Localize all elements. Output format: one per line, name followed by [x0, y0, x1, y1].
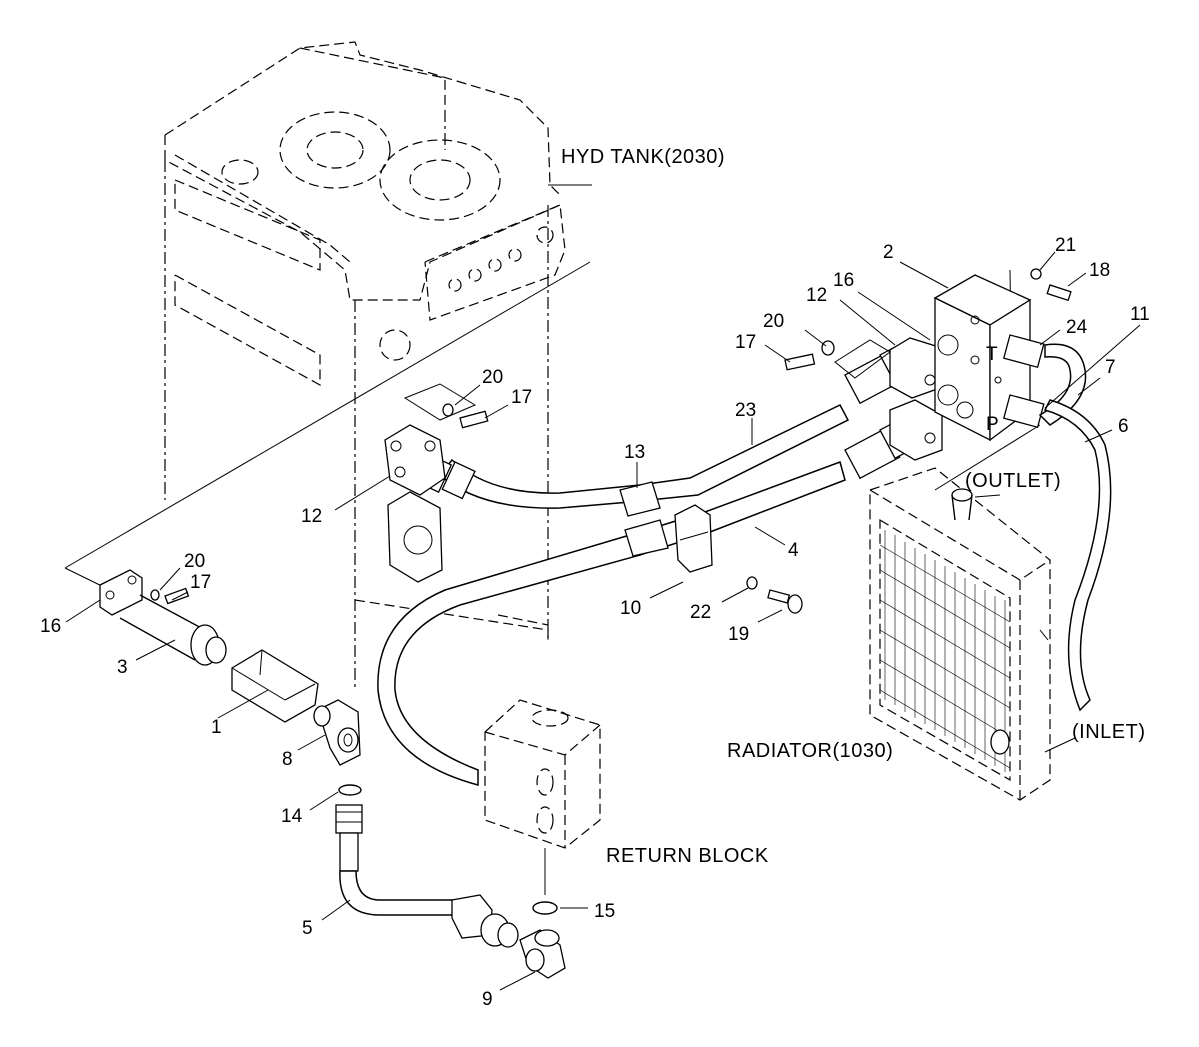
label-outlet: (OUTLET) — [965, 470, 1061, 492]
callout-20b: 20 — [482, 367, 503, 388]
callout-22: 22 — [690, 602, 711, 623]
callout-3: 3 — [117, 657, 128, 678]
callout-9: 9 — [482, 989, 493, 1010]
callout-11: 11 — [1130, 304, 1150, 325]
o-ring-15 — [532, 901, 558, 915]
callout-12a: 12 — [301, 506, 322, 527]
callout-7: 7 — [1105, 357, 1116, 378]
hose-6 — [1043, 399, 1112, 712]
clamp-10 — [674, 504, 713, 573]
tank-flange-12 — [384, 383, 489, 583]
callout-leaders — [65, 184, 1141, 991]
valve-block-2 — [933, 268, 1072, 442]
label-return-block: RETURN BLOCK — [606, 845, 769, 867]
callout-17a: 17 — [190, 572, 211, 593]
callout-16b: 16 — [833, 270, 854, 291]
callout-13: 13 — [624, 442, 645, 463]
upper-hose-fittings — [784, 337, 943, 480]
label-hyd-tank: HYD TANK(2030) — [561, 146, 725, 168]
callout-14: 14 — [281, 806, 303, 827]
callout-18: 18 — [1089, 260, 1110, 281]
clamp-13 — [619, 481, 669, 557]
label-port-p: P — [986, 414, 999, 435]
callout-19: 19 — [728, 624, 749, 645]
hose-5 — [335, 804, 519, 948]
callout-10: 10 — [620, 598, 641, 619]
callout-17c: 17 — [735, 332, 756, 353]
callout-24: 24 — [1066, 317, 1088, 338]
callout-1: 1 — [211, 717, 222, 738]
label-port-t: T — [986, 344, 998, 365]
hose-4 — [377, 461, 846, 786]
callout-23: 23 — [735, 400, 756, 421]
label-inlet: (INLET) — [1072, 721, 1146, 743]
return-block — [484, 699, 601, 895]
callout-12b: 12 — [806, 285, 827, 306]
callout-16a: 16 — [40, 616, 61, 637]
label-radiator: RADIATOR(1030) — [727, 740, 893, 762]
callout-17b: 17 — [511, 387, 532, 408]
callout-8: 8 — [282, 749, 293, 770]
radiator — [869, 467, 1051, 801]
o-ring-14 — [338, 784, 362, 796]
callout-6: 6 — [1118, 416, 1129, 437]
elbow-9 — [519, 929, 566, 979]
callout-4: 4 — [788, 540, 799, 561]
callout-2: 2 — [883, 242, 894, 263]
hose-7 — [1038, 343, 1087, 426]
callout-5: 5 — [302, 918, 313, 939]
callout-21: 21 — [1055, 235, 1076, 256]
flange-assembly-left — [99, 569, 361, 766]
callout-20c: 20 — [763, 311, 784, 332]
callout-20a: 20 — [184, 551, 205, 572]
callout-15: 15 — [594, 901, 615, 922]
bolt-19 — [746, 576, 803, 614]
